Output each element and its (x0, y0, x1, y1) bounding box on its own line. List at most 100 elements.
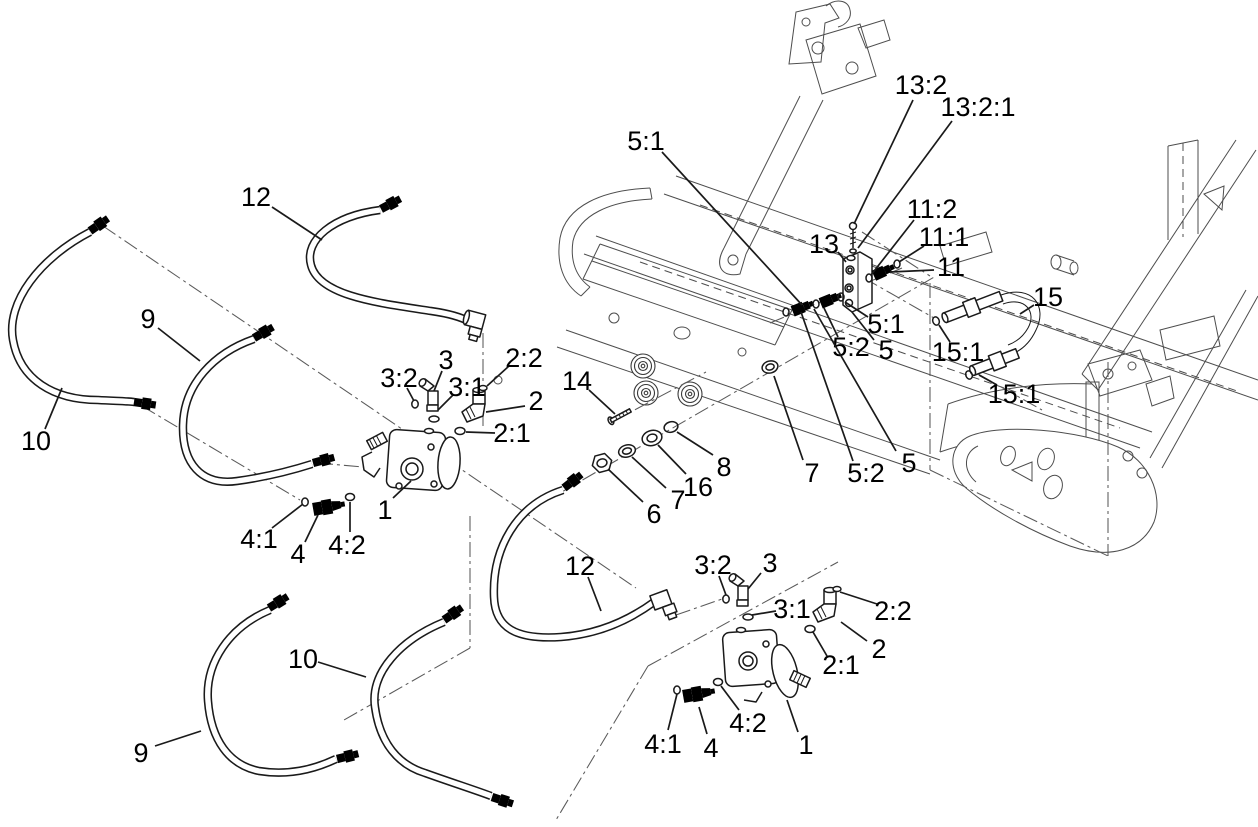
callout-leader-3:1-15 (437, 394, 454, 411)
frame-left-deck (493, 187, 941, 475)
exploded-parts (7, 193, 1041, 810)
oring-2-2-upper (478, 384, 488, 392)
callout-leader-3:2-13 (406, 387, 415, 402)
oring-15-1-upper (931, 316, 941, 326)
frame-axle (939, 381, 1158, 553)
callout-label-2-39: 2 (871, 634, 886, 664)
callout-label-9-46: 9 (133, 738, 148, 768)
washer-3-1-upper (428, 415, 440, 423)
callout-leader-2:2-38 (839, 591, 878, 605)
callout-label-5-21: 5 (878, 335, 893, 365)
callout-leader-7-28 (631, 456, 667, 489)
oring-3-2-upper (411, 399, 419, 409)
callout-label-12-0: 12 (241, 182, 271, 212)
oring-5-left-b (812, 299, 820, 309)
callout-label-11-7: 11 (937, 252, 965, 282)
washer-7-right (761, 360, 779, 374)
oring-5-left-c (837, 292, 845, 302)
callout-leader-9-9 (157, 327, 201, 362)
callout-label-14-17: 14 (562, 366, 592, 396)
callout-label-5:1-3: 5:1 (627, 126, 665, 156)
callout-leader-2-16 (485, 405, 526, 413)
fitting-5-left (790, 298, 816, 317)
callout-label-4:1-31: 4:1 (240, 524, 278, 554)
callout-label-7-28: 7 (670, 485, 685, 515)
callout-leader-4:1-31 (271, 503, 304, 529)
callout-label-8-26: 8 (716, 452, 731, 482)
callout-label-2-16: 2 (528, 386, 543, 416)
pump-1-lower-shaft (788, 669, 812, 689)
oring-4-1-upper (301, 497, 309, 507)
callout-leader-2:1-40 (812, 631, 828, 657)
oring-3-2-lower (722, 594, 730, 604)
tube-15 (941, 290, 1041, 377)
callout-leader-14-17 (588, 389, 616, 415)
washer-2-1-upper (454, 426, 466, 436)
callout-leader-2:1-18 (465, 431, 496, 434)
callout-label-13:2-1: 13:2 (895, 70, 948, 100)
oring-2-2-lower (832, 585, 842, 593)
callout-label-3-12: 3 (438, 345, 453, 375)
callout-leader-3-12 (433, 370, 443, 392)
callout-leader-4:1-42 (667, 693, 678, 731)
callout-leader-4-43 (698, 706, 708, 735)
washer-2-1-lower (804, 624, 816, 634)
callout-leader-15:1-10 (938, 324, 951, 343)
callout-label-5:2-20: 5:2 (832, 332, 870, 362)
callout-leader-1-45 (786, 699, 799, 733)
washer-3-1-lower (742, 613, 754, 621)
callout-leader-12-34 (587, 576, 602, 612)
washer-4-2-lower (712, 677, 724, 687)
nut-6 (591, 452, 613, 474)
frame-arm (719, 95, 824, 276)
callout-leader-11:2-5 (870, 219, 915, 276)
callout-label-4:1-42: 4:1 (644, 729, 682, 759)
hose-10-upper (7, 213, 157, 411)
hose-10-lower (370, 602, 515, 810)
callout-label-13:2:1-2: 13:2:1 (940, 92, 1015, 122)
callout-label-2:1-18: 2:1 (493, 418, 531, 448)
callout-leader-5:1-3 (661, 151, 803, 306)
oring-4-1-lower (673, 685, 681, 695)
frame-rails (583, 175, 1258, 449)
oring-11-1 (893, 259, 901, 269)
callout-leader-6-29 (607, 468, 644, 503)
callout-label-11:2-5: 11:2 (907, 194, 958, 224)
callout-label-15:1-10: 15:1 (932, 337, 985, 367)
callout-label-5-25: 5 (901, 448, 916, 478)
fitting-3-lower (728, 573, 749, 607)
callout-leader-5:1-19 (844, 301, 869, 318)
callout-leader-8-26 (676, 431, 714, 456)
hose-9-lower (203, 591, 360, 777)
pump-1-lower (721, 626, 812, 703)
frame-pulleys (630, 353, 703, 407)
oring-11-2 (865, 273, 873, 283)
callout-label-7-23: 7 (804, 458, 819, 488)
callout-label-4:2-33: 4:2 (328, 530, 366, 560)
callout-label-3:2-13: 3:2 (380, 363, 418, 393)
fitting-3-upper (418, 378, 439, 412)
callout-leader-10-22 (44, 387, 63, 430)
callout-leader-11:1-6 (898, 245, 925, 263)
callout-leader-9-46 (154, 730, 202, 747)
callout-label-10-41: 10 (288, 644, 318, 674)
washer-7-left (617, 444, 637, 458)
callout-leader-10-41 (317, 661, 367, 678)
frame-right-post (1081, 139, 1258, 469)
grommet-16 (641, 429, 663, 447)
callout-label-3-36: 3 (762, 548, 777, 578)
callout-label-3:1-15: 3:1 (448, 372, 486, 402)
callout-label-4-43: 4 (703, 733, 718, 763)
callout-leader-15-8 (1019, 304, 1035, 315)
callout-leader-12-0 (271, 206, 323, 241)
pump-1-upper-shaft (365, 431, 389, 451)
callout-label-16-27: 16 (683, 472, 713, 502)
callout-label-1-30: 1 (377, 495, 392, 525)
frame-top-bracket (788, 0, 891, 95)
callout-leader-1-30 (392, 480, 412, 499)
callout-leader-13-4 (837, 251, 847, 263)
bolt-14 (607, 408, 632, 426)
pump-1-upper (361, 427, 461, 492)
callout-leader-3-36 (747, 572, 762, 590)
hose-12-lower (489, 469, 678, 642)
